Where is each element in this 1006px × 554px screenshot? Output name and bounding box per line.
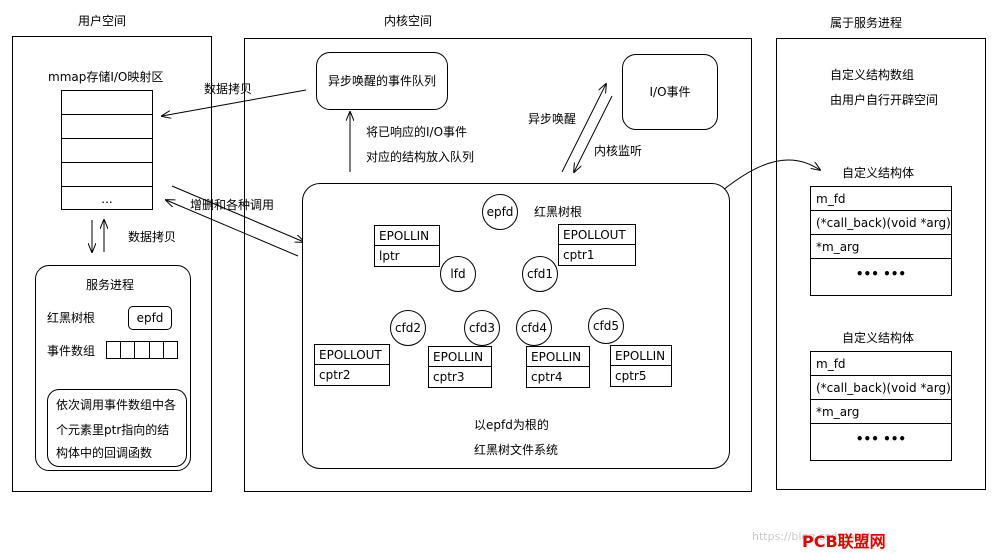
- struct1-field-arg: *m_arg: [811, 235, 951, 259]
- struct2: m_fd (*call_back)(void *arg) *m_arg ••• …: [810, 351, 952, 461]
- mmap-region: ...: [61, 90, 153, 210]
- crud-call-label: 增删和各种调用: [190, 198, 275, 212]
- event-box-cfd2-ptr: cptr2: [319, 368, 351, 382]
- node-epfd: epfd: [482, 194, 518, 230]
- watermark-url: https://blog.csdn.net/...: [752, 530, 881, 543]
- events-array-label: 事件数组: [47, 344, 96, 358]
- node-cfd2: cfd2: [390, 310, 426, 346]
- node-cfd5: cfd5: [588, 308, 624, 344]
- callback-text-2: 个元素里ptr指向的结: [56, 423, 170, 437]
- struct-array-desc-1: 自定义结构数组: [830, 68, 915, 82]
- event-box-cfd1-event: EPOLLOUT: [559, 225, 635, 245]
- struct1-field-fd: m_fd: [811, 187, 951, 211]
- event-box-cfd3-ptr: cptr3: [433, 370, 465, 384]
- kernel-space-panel: [244, 38, 752, 492]
- event-box-cfd2: EPOLLOUT cptr2: [314, 344, 390, 386]
- fs-text-2: 红黑树文件系统: [474, 443, 559, 457]
- struct1-title: 自定义结构体: [842, 166, 915, 180]
- event-box-cfd1-ptr: cptr1: [563, 248, 595, 262]
- arrow-kernel-listen: [574, 95, 613, 172]
- io-event-box: I/O事件: [622, 54, 718, 130]
- arrow-data-copy-top: [162, 89, 307, 116]
- struct1-field-callback: (*call_back)(void *arg): [811, 211, 951, 235]
- event-box-cfd4-ptr: cptr4: [531, 370, 563, 384]
- struct2-field-fd: m_fd: [811, 352, 951, 376]
- event-box-cfd5: EPOLLIN cptr5: [610, 345, 672, 387]
- node-cfd4: cfd4: [516, 310, 552, 346]
- struct1-ellipsis: ••• •••: [855, 267, 907, 281]
- event-box-cfd4: EPOLLIN cptr4: [526, 346, 590, 388]
- arrow-async-wake: [561, 84, 606, 173]
- event-box-cfd1: EPOLLOUT cptr1: [558, 224, 636, 266]
- service-epfd-box: epfd: [128, 306, 172, 330]
- mmap-ellipsis: ...: [101, 192, 113, 206]
- event-box-cfd5-ptr: cptr5: [615, 369, 647, 383]
- data-copy-side-label: 数据拷贝: [128, 230, 177, 244]
- struct2-field-callback: (*call_back)(void *arg): [811, 376, 951, 400]
- service-process-panel-title: 属于服务进程: [830, 16, 903, 30]
- user-space-title: 用户空间: [78, 14, 127, 28]
- event-box-cfd4-event: EPOLLIN: [527, 347, 589, 367]
- event-box-cfd5-event: EPOLLIN: [611, 346, 671, 366]
- mmap-label: mmap存储I/O映射区: [48, 70, 164, 84]
- service-process-panel: [776, 38, 986, 490]
- callback-text-1: 依次调用事件数组中各: [56, 398, 177, 412]
- data-copy-top-label: 数据拷贝: [204, 82, 253, 96]
- callback-box: [47, 389, 187, 467]
- kernel-listen-label: 内核监听: [594, 144, 643, 158]
- struct1: m_fd (*call_back)(void *arg) *m_arg ••• …: [810, 186, 952, 296]
- watermark-brand: PCB联盟网（Pcbbar.com）: [802, 532, 886, 551]
- arrow-crud-out: [166, 200, 299, 257]
- rbtree-root-text: 红黑树根: [534, 205, 583, 219]
- struct2-title: 自定义结构体: [842, 331, 915, 345]
- async-wake-label: 异步唤醒: [528, 112, 577, 126]
- node-cfd1: cfd1: [522, 256, 558, 292]
- event-box-lfd-event: EPOLLIN: [375, 226, 439, 246]
- struct2-ellipsis: ••• •••: [855, 432, 907, 446]
- enqueue-text-2: 对应的结构放入队列: [366, 150, 475, 164]
- event-box-lfd: EPOLLIN lptr: [374, 225, 440, 267]
- rbtree-root-label: 红黑树根: [47, 311, 96, 325]
- arrow-crud-in: [171, 185, 304, 242]
- event-box-cfd3-event: EPOLLIN: [429, 347, 491, 367]
- struct2-field-arg: *m_arg: [811, 400, 951, 424]
- fs-text-1: 以epfd为根的: [474, 418, 549, 432]
- events-array: [106, 341, 179, 359]
- kernel-space-title: 内核空间: [384, 14, 433, 28]
- user-space-panel: [12, 36, 212, 492]
- struct-array-desc-2: 由用户自行开辟空间: [830, 93, 939, 107]
- async-event-queue: 异步唤醒的事件队列: [316, 52, 448, 110]
- node-lfd: lfd: [440, 256, 476, 292]
- enqueue-text-1: 将已响应的I/O事件: [366, 125, 468, 139]
- event-box-cfd3: EPOLLIN cptr3: [428, 346, 492, 388]
- node-cfd3: cfd3: [464, 310, 500, 346]
- event-box-lfd-ptr: lptr: [379, 249, 400, 263]
- service-process-title: 服务进程: [86, 278, 135, 292]
- event-box-cfd2-event: EPOLLOUT: [315, 345, 389, 365]
- callback-text-3: 构体中的回调函数: [56, 446, 153, 460]
